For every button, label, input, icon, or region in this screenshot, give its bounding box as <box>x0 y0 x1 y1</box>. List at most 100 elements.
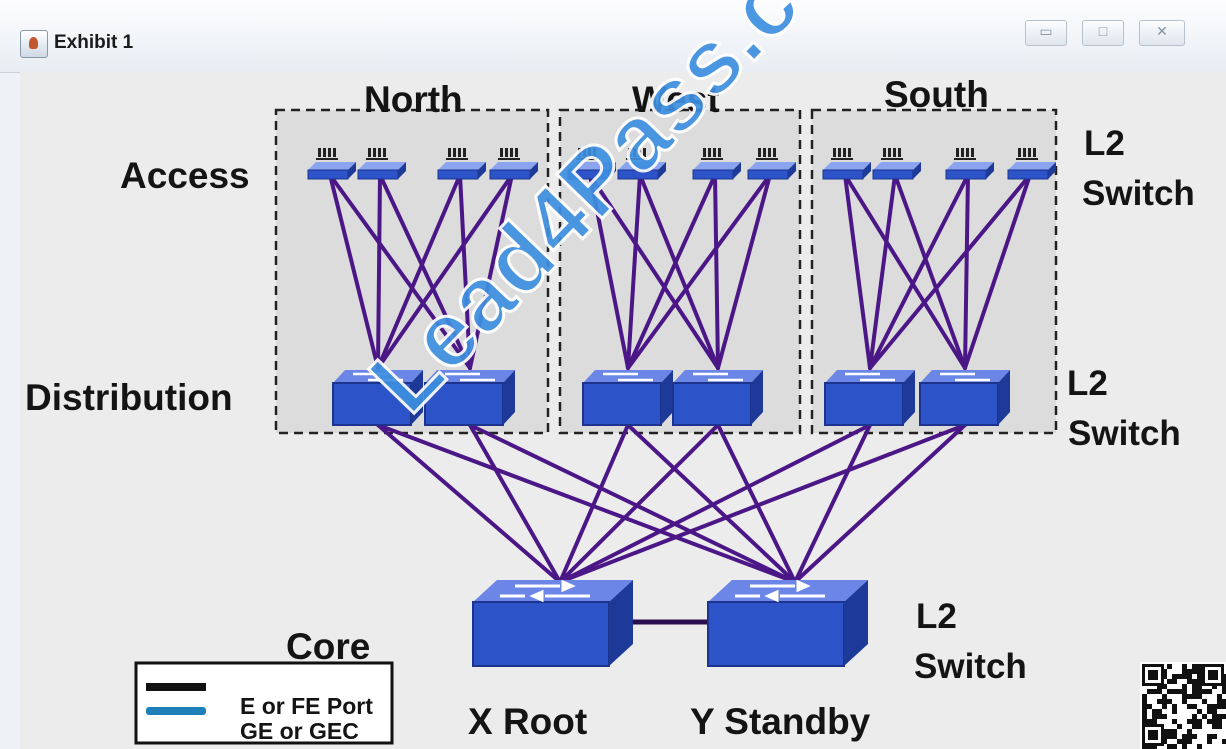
distribution-switch-icon <box>672 370 763 426</box>
access-uplink <box>378 173 472 370</box>
access-uplink <box>376 173 382 370</box>
qr-cell <box>1162 674 1167 679</box>
maximize-button[interactable]: □ <box>1082 20 1124 46</box>
core-switch-label: Switch <box>914 647 1027 686</box>
qr-cell <box>1167 729 1172 734</box>
qr-cell <box>1172 704 1177 709</box>
qr-cell <box>1192 719 1197 724</box>
access-distribution-links <box>328 173 1032 370</box>
access-uplink <box>868 173 1032 370</box>
qr-cell <box>1142 714 1147 719</box>
qr-cell <box>1207 734 1212 739</box>
qr-cell <box>1162 739 1167 744</box>
access-uplink <box>328 173 380 370</box>
minimize-button[interactable]: ▭ <box>1025 20 1067 46</box>
distribution-uplink <box>558 423 720 584</box>
layer-label-access: Access <box>120 155 250 196</box>
access-switch-icon <box>872 148 921 180</box>
qr-cell <box>1187 669 1192 674</box>
distribution-switch-icon <box>919 370 1010 426</box>
layer-label-core: Core <box>286 626 370 667</box>
core-switch-y <box>707 579 868 667</box>
qr-cell <box>1187 704 1192 709</box>
access-uplink <box>328 173 472 370</box>
qr-cell <box>1207 709 1212 714</box>
distribution-uplink <box>793 423 967 584</box>
qr-cell <box>1142 709 1147 714</box>
qr-cell <box>1192 724 1197 729</box>
qr-cell <box>1217 704 1222 709</box>
qr-cell <box>1187 674 1192 679</box>
qr-cell <box>1162 714 1167 719</box>
access-uplink <box>376 173 514 370</box>
layer-label-distribution: Distribution <box>25 377 233 418</box>
qr-cell <box>1152 744 1157 749</box>
access-switch-icon <box>437 148 486 180</box>
access-uplink <box>868 173 897 370</box>
qr-cell <box>1162 729 1167 734</box>
qr-cell <box>1167 679 1172 684</box>
qr-cell <box>1202 699 1207 704</box>
qr-cell <box>1182 694 1187 699</box>
access-uplink <box>626 173 772 370</box>
qr-cell <box>1192 714 1197 719</box>
access-switch-icon <box>307 148 356 180</box>
access-uplink <box>468 173 514 370</box>
qr-cell <box>1222 684 1226 689</box>
access-uplink <box>716 173 772 370</box>
qr-cell <box>1197 674 1202 679</box>
block-label-west: West <box>632 79 720 120</box>
qr-cell <box>1187 694 1192 699</box>
qr-cell <box>1172 689 1177 694</box>
close-button[interactable]: ✕ <box>1139 20 1185 46</box>
qr-cell <box>1162 669 1167 674</box>
qr-cell <box>1182 734 1187 739</box>
qr-cell <box>1167 734 1172 739</box>
qr-cell <box>1217 714 1222 719</box>
qr-cell <box>1152 719 1157 724</box>
qr-cell <box>1177 739 1182 744</box>
close-icon: ✕ <box>1156 23 1168 39</box>
qr-cell <box>1207 689 1212 694</box>
qr-cell <box>1192 679 1197 684</box>
qr-cell <box>1142 704 1147 709</box>
qr-cell <box>1182 684 1187 689</box>
qr-cell <box>1182 674 1187 679</box>
qr-cell <box>1147 744 1152 749</box>
qr-cell <box>1192 704 1197 709</box>
maximize-icon: □ <box>1098 23 1108 39</box>
qr-cell <box>1197 679 1202 684</box>
qr-cell <box>1182 669 1187 674</box>
access-switch-icon <box>1007 148 1056 180</box>
legend-label-ethernet: E or FE Port <box>240 693 373 719</box>
qr-cell <box>1157 714 1162 719</box>
qr-cell <box>1192 689 1197 694</box>
distribution-uplink <box>558 423 872 584</box>
qr-cell <box>1222 699 1226 704</box>
qr-cell <box>1162 699 1167 704</box>
qr-cell <box>1192 734 1197 739</box>
qr-cell <box>1177 724 1182 729</box>
distribution-uplink <box>793 423 872 584</box>
qr-cell <box>1192 669 1197 674</box>
qr-cell <box>1197 689 1202 694</box>
qr-finder-core <box>1148 730 1158 740</box>
qr-cell <box>1197 694 1202 699</box>
qr-finder-core <box>1208 670 1218 680</box>
distribution-switch-icon <box>424 370 515 426</box>
qr-cell <box>1182 689 1187 694</box>
qr-cell <box>1157 689 1162 694</box>
distribution-core-links <box>376 423 967 584</box>
qr-cell <box>1142 744 1147 749</box>
distribution-uplink <box>716 423 797 584</box>
qr-cell <box>1222 689 1226 694</box>
qr-cell <box>1192 694 1197 699</box>
qr-finder-core <box>1148 670 1158 680</box>
qr-cell <box>1222 704 1226 709</box>
core-x-role: X Root <box>468 701 587 742</box>
core-l2-label: L2 <box>916 597 957 636</box>
qr-cell <box>1152 714 1157 719</box>
legend: E or FE Port GE or GEC <box>134 661 394 745</box>
qr-cell <box>1197 709 1202 714</box>
